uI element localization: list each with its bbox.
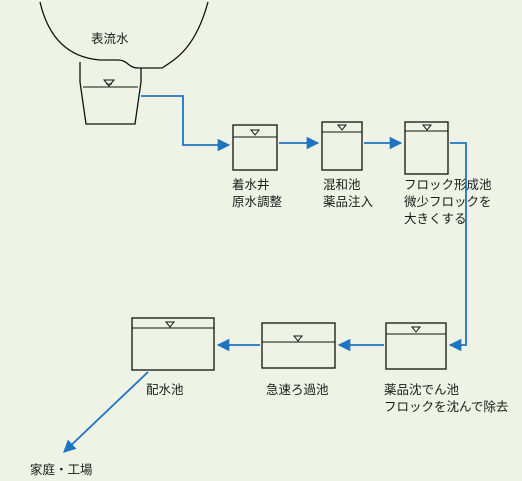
water-level-icon — [336, 124, 348, 131]
flow-arrow-reservoir-to-homes — [63, 371, 149, 453]
label-line: 着水井 — [232, 177, 270, 192]
water-level-icon — [249, 129, 261, 136]
destination-label: 家庭・工場 — [30, 461, 93, 478]
label-line: フロック形成池 — [404, 177, 492, 192]
intake-well-label: 着水井 原水調整 — [232, 176, 282, 210]
flow-arrow-floc-to-sedimentation — [448, 142, 467, 352]
water-level-icon — [410, 326, 422, 333]
label-line: 家庭・工場 — [30, 462, 93, 477]
mixing-basin-label: 混和池 薬品注入 — [323, 176, 373, 210]
water-level-icon — [292, 335, 304, 342]
flow-arrow-intake-to-well — [141, 95, 231, 152]
rapid-filter-label: 急速ろ過池 — [266, 381, 329, 398]
source-label: 表流水 — [91, 30, 129, 47]
flocculation-tank — [404, 121, 449, 175]
label-line: 薬品注入 — [323, 194, 374, 209]
label-line: 大きくする — [404, 211, 467, 226]
label-line: 薬品沈でん池 — [384, 382, 460, 397]
water-level-icon — [102, 79, 116, 87]
label-line: 配水池 — [146, 382, 184, 397]
label-line: 表流水 — [91, 31, 129, 46]
reservoir-label: 配水池 — [146, 381, 184, 398]
intake-tank — [79, 62, 142, 125]
reservoir-tank — [131, 317, 215, 371]
rapid-filter-tank — [261, 322, 336, 369]
water-level-icon — [164, 321, 176, 328]
sedimentation-tank — [385, 322, 447, 370]
label-line: 原水調整 — [232, 194, 283, 209]
river-bank — [39, 1, 209, 69]
label-line: 混和池 — [323, 177, 361, 192]
intake-well-tank — [232, 124, 278, 171]
label-line: フロックを沈んで除去 — [384, 399, 509, 414]
label-line: 急速ろ過池 — [266, 382, 329, 397]
sedimentation-label: 薬品沈でん池 フロックを沈んで除去 — [384, 381, 508, 415]
mixing-basin-tank — [321, 121, 363, 171]
label-line: 微少フロックを — [404, 194, 492, 209]
flocculation-label: フロック形成池 微少フロックを 大きくする — [404, 176, 492, 227]
water-level-icon — [421, 124, 433, 131]
